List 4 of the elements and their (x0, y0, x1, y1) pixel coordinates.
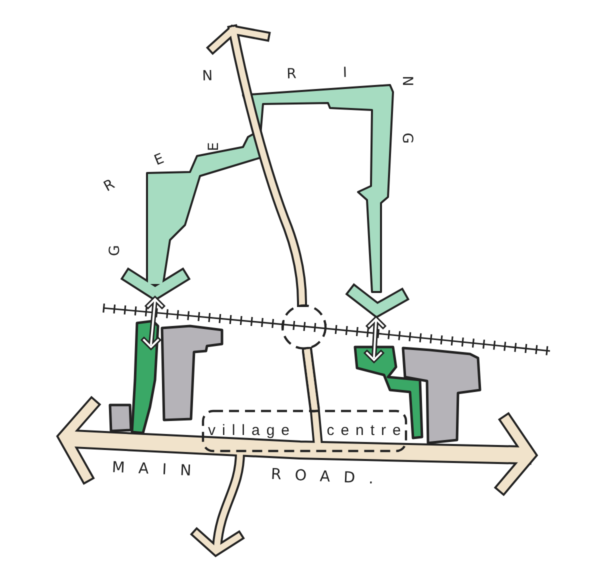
dashed-circle (281, 304, 327, 350)
road-label: MAIN ROAD. (112, 460, 388, 487)
dashed-area-outline (202, 410, 407, 452)
area-label: village centre (208, 423, 408, 438)
